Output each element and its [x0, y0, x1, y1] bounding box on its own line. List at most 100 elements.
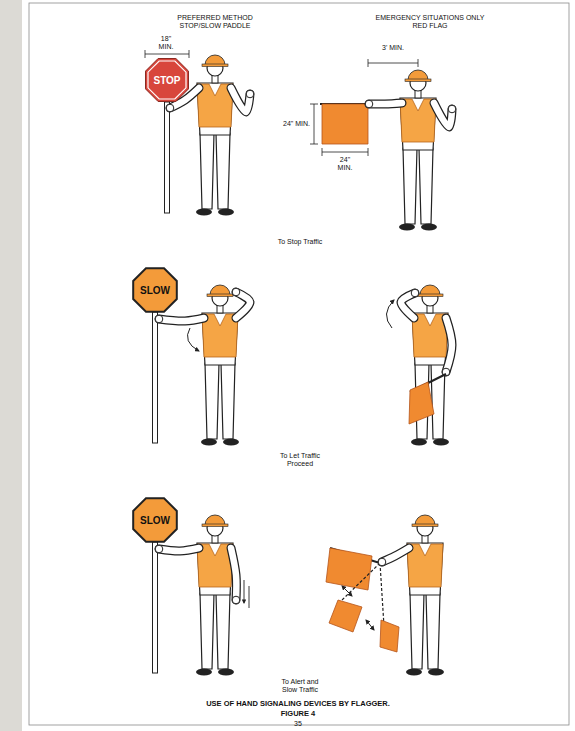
arm-outline — [369, 103, 402, 104]
motion-arrow — [187, 328, 199, 351]
motion-arrow — [366, 620, 374, 630]
red-flag — [380, 620, 399, 652]
motion-line — [244, 580, 245, 603]
dimension-tick — [310, 144, 318, 145]
hard-hat — [415, 515, 435, 525]
hand — [378, 558, 386, 566]
column-heading: PREFERRED METHOD STOP/SLOW PADDLE — [174, 14, 256, 30]
hat-brim — [202, 524, 228, 527]
stop-paddle: STOP — [145, 58, 189, 102]
leg — [200, 133, 214, 209]
column-heading: EMERGENCY SITUATIONS ONLY RED FLAG — [368, 14, 493, 30]
arm — [365, 100, 402, 108]
dimension-label: 24" MIN. — [333, 156, 357, 172]
arm-outline — [159, 548, 199, 551]
sign-text: SLOW — [140, 515, 170, 526]
leg — [200, 593, 214, 669]
shoe — [406, 669, 422, 676]
flagger-figure — [196, 55, 234, 216]
slow-paddle: SLOW — [132, 267, 178, 313]
shoe — [218, 669, 234, 676]
red-flag — [329, 600, 362, 632]
dimension-line — [314, 104, 315, 144]
dimension-tick — [418, 59, 419, 67]
arm-sleeve — [382, 548, 409, 562]
motion-arrow — [342, 586, 352, 596]
dimension-tick — [322, 148, 323, 156]
arm — [442, 318, 452, 376]
hat-brim — [207, 294, 233, 297]
arm — [155, 315, 204, 323]
flagger-figure — [399, 70, 437, 231]
octagon-face — [133, 498, 177, 542]
dimension-tick — [368, 59, 369, 67]
arm-sleeve — [159, 548, 199, 551]
arm — [232, 288, 250, 318]
paddle-pole — [153, 312, 158, 443]
leg — [419, 148, 433, 224]
leg — [216, 593, 230, 669]
red-flag — [409, 382, 434, 424]
hand — [166, 104, 174, 112]
hand — [411, 289, 419, 297]
octagon-rim — [148, 61, 186, 99]
signal-caption: To Stop Traffic — [255, 238, 345, 246]
dimension-label: 24" MIN. — [270, 120, 310, 128]
hand — [232, 596, 240, 604]
page-sheet — [22, 0, 575, 731]
hand — [155, 315, 163, 323]
paddle-pole — [165, 102, 170, 213]
arm-outline — [236, 292, 250, 318]
arm-outline — [159, 318, 204, 321]
dimension-tick — [310, 104, 318, 105]
octagon-face — [133, 268, 177, 312]
red-flag — [322, 104, 368, 144]
leg — [205, 363, 219, 439]
dimension-line — [322, 152, 368, 153]
shoe — [433, 439, 449, 446]
hard-hat — [205, 515, 225, 525]
hard-hat — [205, 55, 225, 65]
sign-text: STOP — [153, 75, 180, 86]
flagger-figure — [406, 515, 444, 676]
page-number: 35 — [283, 720, 313, 728]
shoe — [411, 439, 427, 446]
hard-hat — [420, 285, 440, 295]
shoe — [421, 224, 437, 231]
hat-brim — [405, 79, 431, 82]
leg — [221, 363, 235, 439]
arm — [231, 88, 254, 112]
arm — [378, 548, 409, 566]
dimension-label: 3' MIN. — [382, 44, 404, 52]
shoe — [428, 669, 444, 676]
arm-outline — [231, 548, 236, 600]
leg — [216, 133, 230, 209]
flagger-figure — [411, 285, 449, 446]
shoe — [218, 209, 234, 216]
slow-paddle: SLOW — [132, 497, 178, 543]
arm-sleeve — [446, 318, 452, 372]
arm-outline — [446, 318, 452, 372]
hard-hat — [408, 70, 428, 80]
hand — [155, 545, 163, 553]
flagger-figure — [196, 515, 234, 676]
leg — [426, 593, 440, 669]
shoe — [196, 209, 212, 216]
hat-brim — [202, 64, 228, 67]
arm — [434, 103, 456, 127]
dimension-line — [145, 54, 189, 55]
leg — [410, 593, 424, 669]
page-border — [29, 3, 569, 725]
dimension-tick — [189, 50, 190, 58]
shoe — [223, 439, 239, 446]
dimension-tick — [368, 148, 369, 156]
arm — [231, 548, 240, 604]
flagger-figure — [201, 285, 239, 446]
flag-staff-dashed — [340, 563, 380, 602]
hand — [246, 90, 254, 98]
shoe — [196, 669, 212, 676]
arm — [401, 289, 419, 318]
hat-brim — [417, 294, 443, 297]
